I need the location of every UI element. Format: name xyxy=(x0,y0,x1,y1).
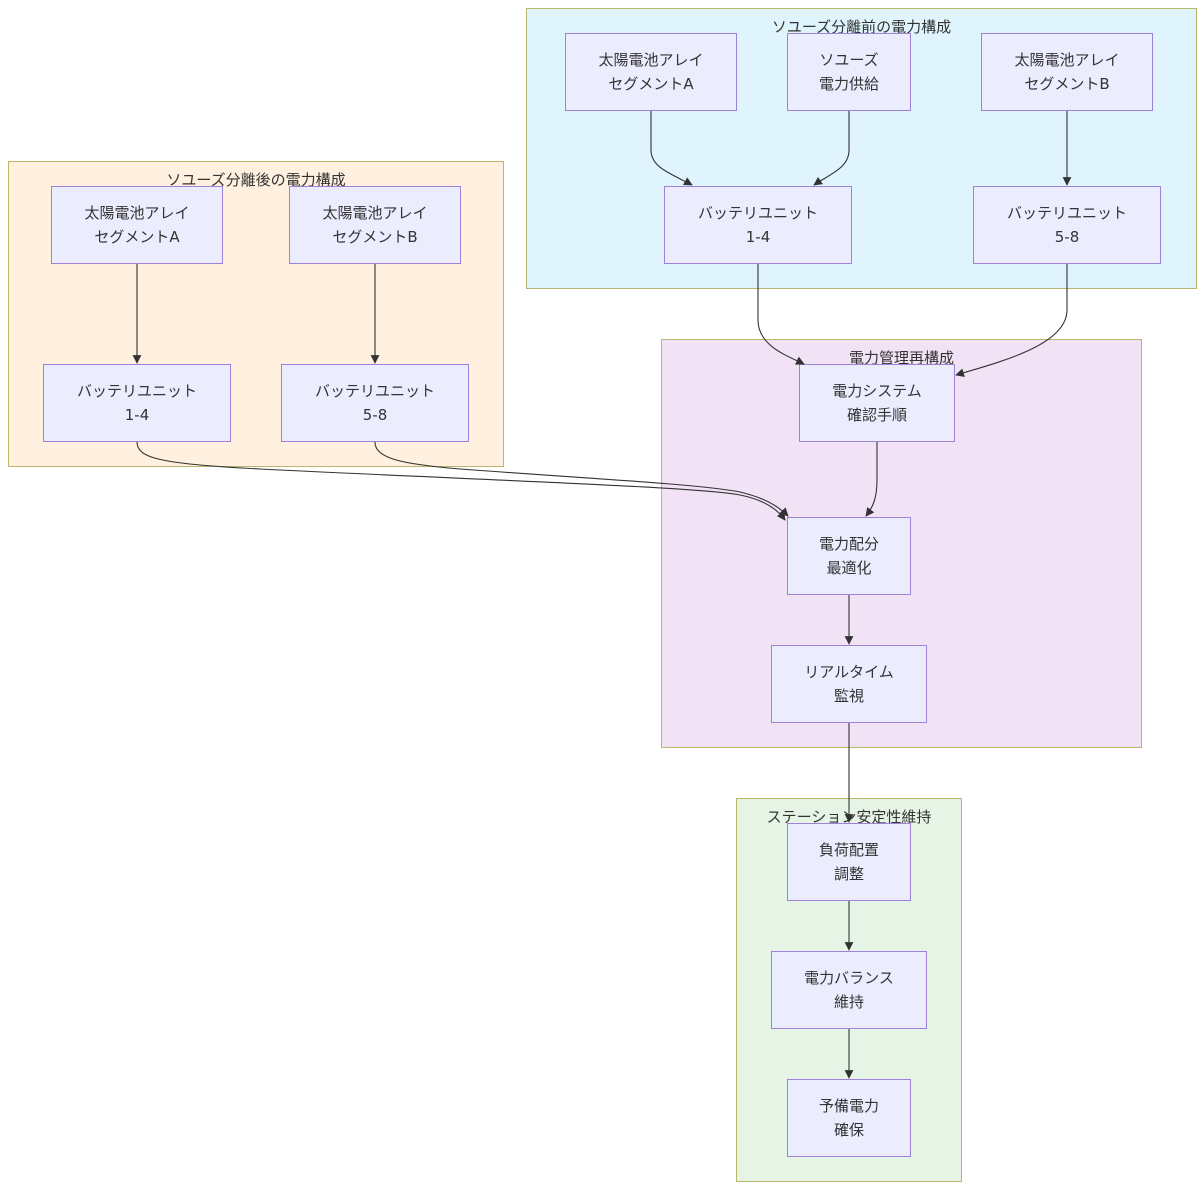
cluster-title: 電力管理再構成 xyxy=(848,349,954,367)
node-label-line: 監視 xyxy=(833,687,864,705)
node-label-line: 維持 xyxy=(833,993,864,1011)
node-after-solar-array-b: 太陽電池アレイ セグメントB xyxy=(289,186,461,264)
node-label-line: 5-8 xyxy=(362,406,388,424)
node-before-solar-array-a: 太陽電池アレイ セグメントA xyxy=(565,33,737,111)
node-after-solar-array-a: 太陽電池アレイ セグメントA xyxy=(51,186,223,264)
node-soyuz-power-supply: ソユーズ 電力供給 xyxy=(787,33,911,111)
node-before-battery-1-4: バッテリユニット 1-4 xyxy=(664,186,852,264)
node-power-system-check: 電力システム 確認手順 xyxy=(799,364,955,442)
node-label-line: 電力供給 xyxy=(818,75,879,93)
node-label-line: セグメントA xyxy=(608,75,694,93)
node-label-line: 太陽電池アレイ xyxy=(1014,51,1120,69)
node-label-line: ソユーズ xyxy=(819,51,879,69)
node-label-line: セグメントA xyxy=(94,228,180,246)
node-load-placement-adjust: 負荷配置 調整 xyxy=(787,823,911,901)
node-label-line: 確保 xyxy=(833,1121,864,1139)
node-label-line: 調整 xyxy=(833,865,864,883)
node-label-line: 確認手順 xyxy=(846,406,907,424)
node-label-line: 最適化 xyxy=(826,559,872,577)
node-label-line: バッテリユニット xyxy=(314,382,435,400)
node-label-line: 太陽電池アレイ xyxy=(84,204,190,222)
node-label-line: 太陽電池アレイ xyxy=(322,204,428,222)
cluster-title: ソユーズ分離前の電力構成 xyxy=(771,18,952,36)
node-power-distribution-optimize: 電力配分 最適化 xyxy=(787,517,911,595)
node-before-solar-array-b: 太陽電池アレイ セグメントB xyxy=(981,33,1153,111)
node-label-line: リアルタイム xyxy=(804,663,894,681)
node-label-line: バッテリユニット xyxy=(1006,204,1127,222)
node-label-line: 電力配分 xyxy=(818,535,879,553)
node-label-line: セグメントB xyxy=(332,228,418,246)
node-label-line: 負荷配置 xyxy=(818,841,879,859)
node-label-line: 1-4 xyxy=(745,228,771,246)
node-label-line: 1-4 xyxy=(124,406,150,424)
node-label-line: 5-8 xyxy=(1054,228,1080,246)
node-reserve-power-secure: 予備電力 確保 xyxy=(787,1079,911,1157)
node-label-line: セグメントB xyxy=(1024,75,1110,93)
node-after-battery-1-4: バッテリユニット 1-4 xyxy=(43,364,231,442)
node-realtime-monitoring: リアルタイム 監視 xyxy=(771,645,927,723)
node-label-line: 電力システム xyxy=(832,382,922,400)
node-label-line: 電力バランス xyxy=(804,969,894,987)
node-label-line: バッテリユニット xyxy=(76,382,197,400)
cluster-title: ソユーズ分離後の電力構成 xyxy=(166,171,346,189)
node-power-balance-maintain: 電力バランス 維持 xyxy=(771,951,927,1029)
node-label-line: 予備電力 xyxy=(818,1097,879,1115)
node-label-line: 太陽電池アレイ xyxy=(598,51,704,69)
node-before-battery-5-8: バッテリユニット 5-8 xyxy=(973,186,1161,264)
node-label-line: バッテリユニット xyxy=(697,204,818,222)
node-after-battery-5-8: バッテリユニット 5-8 xyxy=(281,364,469,442)
